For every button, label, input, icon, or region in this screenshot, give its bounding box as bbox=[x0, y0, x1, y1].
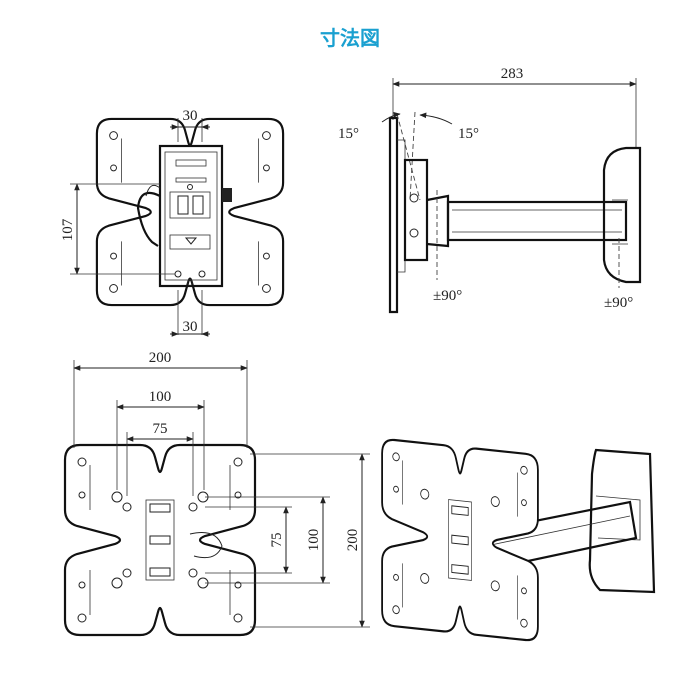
side-dim-depth: 283 bbox=[501, 66, 524, 82]
front-dim-top: 30 bbox=[183, 108, 198, 124]
side-tilt-right: 15° bbox=[458, 126, 479, 142]
perspective-view bbox=[381, 437, 656, 643]
front-dim-left: 107 bbox=[60, 218, 76, 241]
side-view: 283 15° 15° ±90° ±90° bbox=[338, 66, 642, 314]
plate-dims: 200 100 75 75 100 200 bbox=[73, 350, 370, 628]
plate-dim-width-75: 75 bbox=[153, 421, 168, 437]
front-view-bracket bbox=[136, 144, 232, 288]
side-swivel-left: ±90° bbox=[433, 288, 462, 304]
plate-dim-width-200: 200 bbox=[149, 350, 172, 366]
plate-dim-height-200: 200 bbox=[345, 529, 361, 552]
side-tilt-left: 15° bbox=[338, 126, 359, 142]
plate-view bbox=[63, 443, 257, 637]
front-view-dims: 30 30 107 bbox=[60, 108, 210, 337]
plate-dim-width-100: 100 bbox=[149, 389, 172, 405]
diagram-title: 寸法図 bbox=[320, 26, 380, 50]
plate-dim-height-75: 75 bbox=[269, 533, 285, 548]
front-dim-bottom: 30 bbox=[183, 319, 198, 335]
plate-dim-height-100: 100 bbox=[306, 529, 322, 552]
side-swivel-right: ±90° bbox=[604, 295, 633, 311]
